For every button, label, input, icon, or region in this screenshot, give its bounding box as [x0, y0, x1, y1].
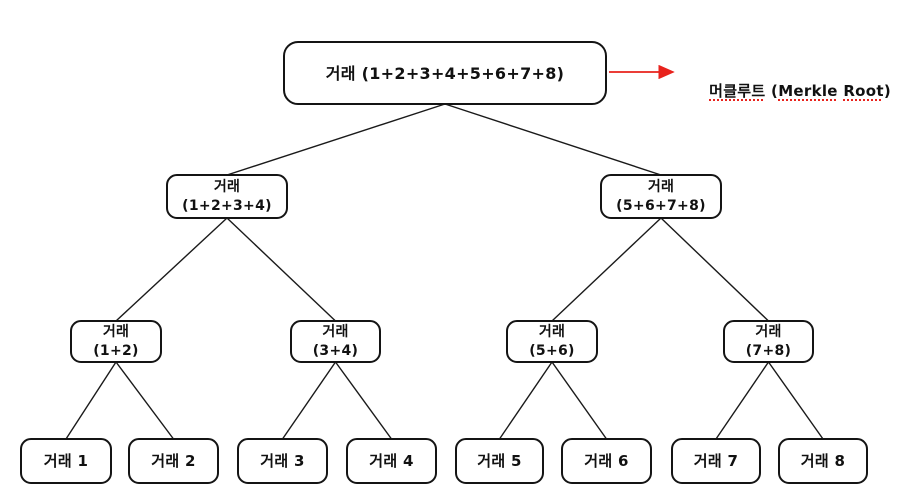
tree-node-1234: 거래 (1+2+3+4) [166, 174, 288, 219]
node-label-line1: 거래 [647, 178, 675, 195]
tree-node-56: 거래 (5+6) [506, 320, 598, 363]
tree-leaf-tx6: 거래 6 [561, 438, 652, 484]
node-label-line2: (1+2+3+4) [182, 197, 272, 214]
node-label: 거래 4 [369, 451, 414, 470]
node-label-line2: (5+6+7+8) [616, 197, 706, 214]
tree-node-34: 거래 (3+4) [290, 320, 381, 363]
node-label: 거래 7 [693, 451, 739, 470]
node-label-line1: 거래 [322, 323, 349, 340]
node-label: 거래 (1+2+3+4+5+6+7+8) [325, 63, 565, 83]
node-label-line2: (5+6) [529, 342, 575, 359]
node-label: 거래 8 [800, 451, 846, 470]
node-label-line1: 거래 [538, 323, 566, 340]
tree-edge-h56-tx5 [498, 361, 553, 440]
node-label-line2: (3+4) [312, 342, 359, 359]
annotation-korean-label: 머클루트 [709, 82, 766, 100]
node-label-line1: 거래 [755, 323, 782, 340]
annotation-paren-open: ( [765, 82, 779, 100]
tree-edge-h1234-h12 [115, 217, 228, 322]
tree-node-78: 거래 (7+8) [723, 320, 814, 363]
tree-edge-root-h5678 [444, 103, 662, 176]
tree-edge-h56-tx6 [551, 361, 608, 440]
tree-edge-h34-tx3 [281, 361, 337, 440]
tree-edge-root-h1234 [226, 103, 446, 176]
node-label-line1: 거래 [213, 178, 241, 195]
tree-edge-h5678-h56 [551, 217, 662, 322]
node-label-line1: 거래 [102, 323, 130, 340]
annotation-english-word1: Merkle [778, 82, 838, 100]
tree-leaf-tx7: 거래 7 [671, 438, 761, 484]
tree-node-root: 거래 (1+2+3+4+5+6+7+8) [283, 41, 607, 105]
node-label-line2: (1+2) [93, 342, 139, 359]
tree-edge-h12-tx1 [65, 361, 117, 440]
node-label: 거래 6 [584, 451, 629, 470]
annotation-english-word2: Root [843, 82, 884, 100]
tree-edge-h34-tx4 [334, 361, 393, 440]
merkle-root-annotation: 머클루트 (Merkle Root) [687, 62, 891, 119]
tree-node-5678: 거래 (5+6+7+8) [600, 174, 722, 219]
node-label: 거래 2 [151, 451, 196, 470]
tree-edge-h78-tx7 [715, 361, 770, 440]
node-label: 거래 5 [477, 451, 522, 470]
tree-edge-h78-tx8 [767, 361, 824, 440]
tree-edge-h1234-h34 [226, 217, 336, 322]
node-label: 거래 1 [43, 451, 89, 470]
tree-node-12: 거래 (1+2) [70, 320, 162, 363]
tree-leaf-tx8: 거래 8 [778, 438, 868, 484]
annotation-paren-close: ) [883, 82, 891, 100]
tree-leaf-tx4: 거래 4 [346, 438, 437, 484]
node-label: 거래 3 [260, 451, 305, 470]
tree-leaf-tx2: 거래 2 [128, 438, 219, 484]
tree-edge-h12-tx2 [115, 361, 175, 440]
tree-edge-h5678-h78 [660, 217, 769, 322]
tree-leaf-tx3: 거래 3 [237, 438, 328, 484]
tree-leaf-tx5: 거래 5 [455, 438, 544, 484]
node-label-line2: (7+8) [745, 342, 792, 359]
tree-leaf-tx1: 거래 1 [20, 438, 112, 484]
